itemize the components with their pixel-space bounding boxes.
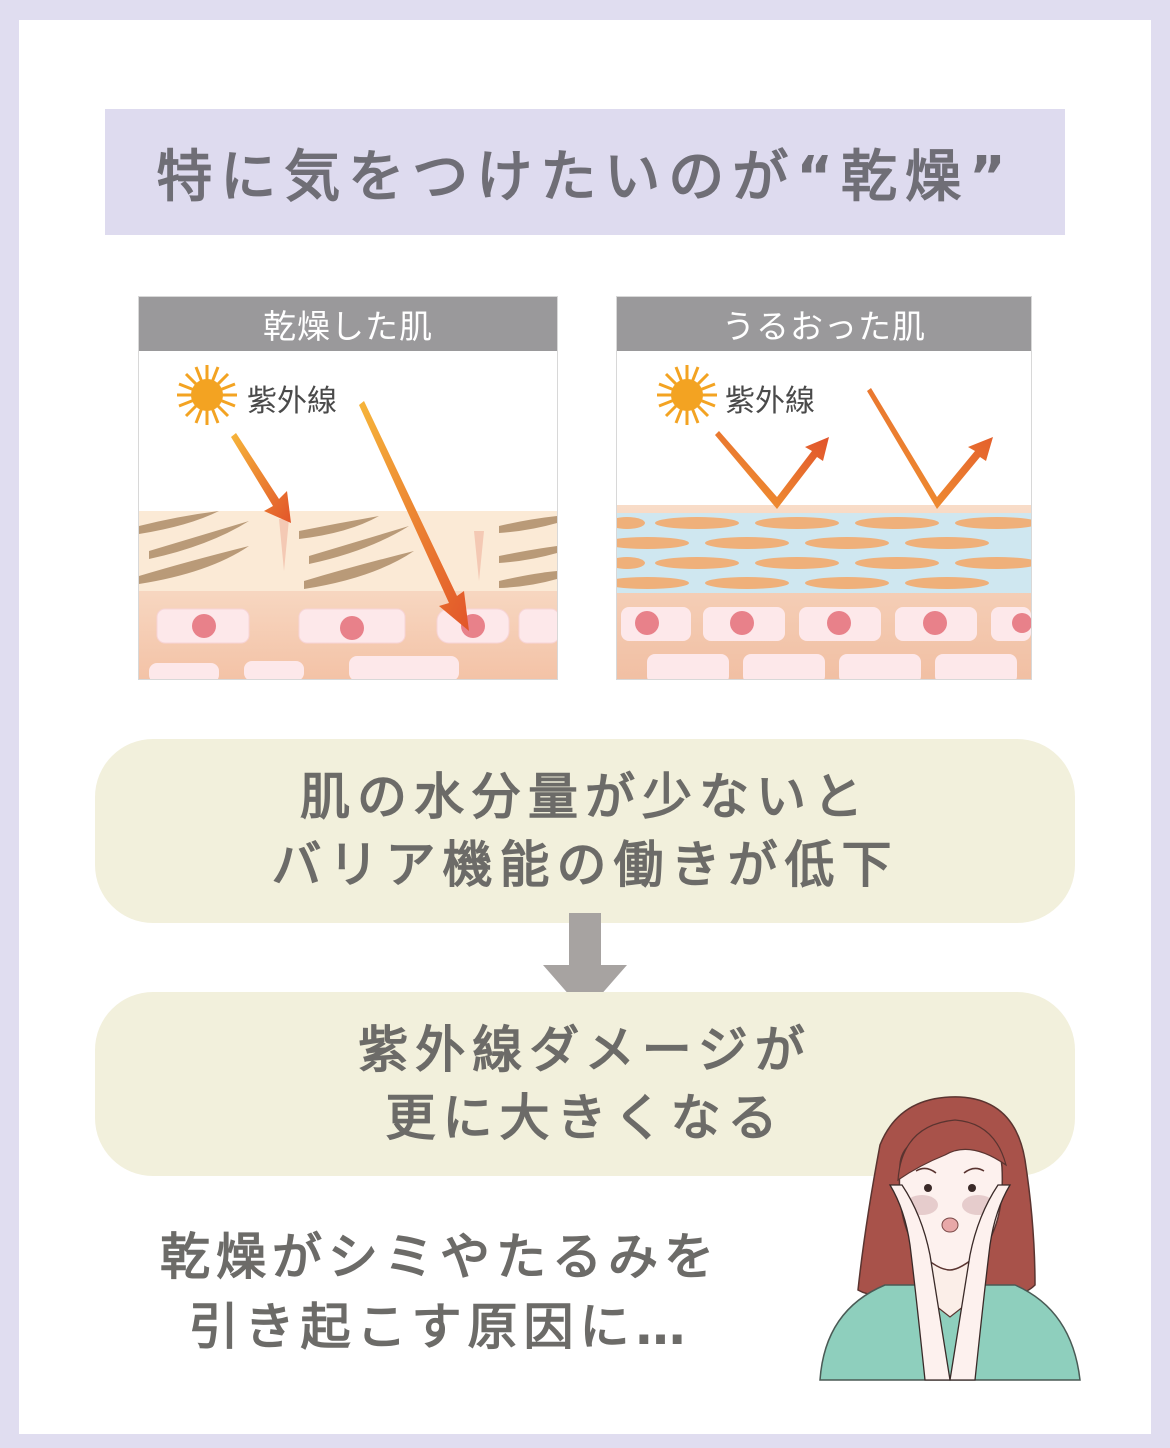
moist-skin-diagram: 紫外線 xyxy=(617,351,1031,679)
callout-line: バリア機能の働きが低下 xyxy=(271,836,899,894)
uv-label: 紫外線 xyxy=(725,384,815,419)
conclusion-text: 乾燥がシミやたるみを 引き起こす原因に… xyxy=(120,1222,760,1362)
dry-skin-panel: 乾燥した肌 xyxy=(138,296,558,680)
sun-icon xyxy=(177,365,237,425)
down-arrow-icon xyxy=(543,913,627,1013)
callout-line: 更に大きくなる xyxy=(385,1089,785,1147)
panel-heading: うるおった肌 xyxy=(617,297,1031,351)
conclusion-line: 引き起こす原因に… xyxy=(188,1298,692,1356)
callout-barrier-decline: 肌の水分量が少ないと バリア機能の働きが低下 xyxy=(95,739,1075,923)
moist-skin-illustration xyxy=(617,365,1031,679)
callout-line: 紫外線ダメージが xyxy=(358,1021,812,1079)
title-banner: 特に気をつけたいのが“乾燥” xyxy=(105,109,1065,235)
sun-icon xyxy=(657,365,717,425)
callout-line: 肌の水分量が少ないと xyxy=(300,768,870,826)
worried-woman-illustration xyxy=(819,1096,1081,1381)
moist-skin-panel: うるおった肌 xyxy=(616,296,1032,680)
conclusion-line: 乾燥がシミやたるみを xyxy=(160,1228,720,1286)
dry-skin-diagram: 紫外線 xyxy=(139,351,557,679)
uv-label: 紫外線 xyxy=(247,384,337,419)
panel-heading: 乾燥した肌 xyxy=(139,297,557,351)
dry-skin-illustration xyxy=(139,365,557,679)
page-title: 特に気をつけたいのが“乾燥” xyxy=(156,144,1014,210)
